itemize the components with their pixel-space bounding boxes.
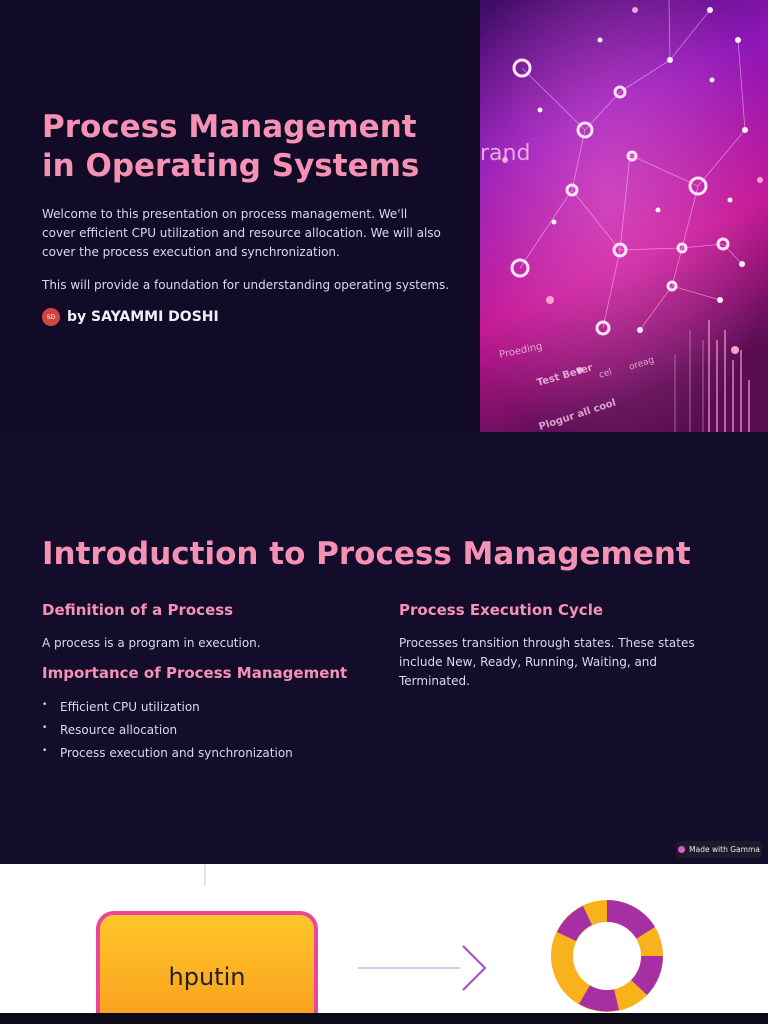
author-line: SD by SAYAMMI DOSHI	[42, 306, 219, 328]
title-slide: Process Management in Operating Systems …	[0, 0, 768, 432]
intro-slide: Introduction to Process Management Defin…	[0, 432, 768, 864]
author-name: by SAYAMMI DOSHI	[67, 309, 219, 325]
importance-heading: Importance of Process Management	[42, 664, 348, 682]
diagram-decoration	[204, 864, 663, 1012]
importance-list: Efficient CPU utilization Resource alloc…	[42, 694, 293, 765]
diagram-slide: hputin	[0, 864, 768, 1013]
slide-title: Process Management in Operating Systems	[42, 108, 462, 186]
slide-description-2: This will provide a foundation for under…	[42, 278, 450, 292]
bottom-bar	[0, 1013, 768, 1024]
cycle-heading: Process Execution Cycle	[399, 601, 604, 619]
input-block-label: hputin	[168, 963, 246, 991]
list-item: Process execution and synchronization	[42, 740, 293, 765]
made-with-gamma-badge[interactable]: Made with Gamma	[676, 841, 762, 858]
input-block: hputin	[96, 911, 318, 1013]
hero-text-cel: cel	[598, 367, 613, 381]
badge-label: Made with Gamma	[689, 845, 760, 854]
list-item: Efficient CPU utilization	[42, 694, 293, 719]
cycle-text: Processes transition through states. The…	[399, 636, 695, 688]
arrow-right-icon	[462, 945, 487, 991]
hero-network-image: rand Proeding Test Beter Plogur all cool…	[480, 0, 768, 432]
definition-text: A process is a program in execution.	[42, 636, 261, 650]
avatar: SD	[42, 308, 60, 326]
list-item: Resource allocation	[42, 717, 293, 742]
donut-chart-icon	[551, 899, 663, 1012]
slide-title-line2: in Operating Systems	[42, 148, 420, 184]
section-title: Introduction to Process Management	[42, 536, 691, 572]
hero-text-rand: rand	[480, 141, 530, 166]
gamma-logo-icon	[678, 846, 686, 853]
slide-description: Welcome to this presentation on process …	[42, 207, 441, 259]
slide-title-line1: Process Management	[42, 109, 417, 145]
definition-heading: Definition of a Process	[42, 601, 234, 619]
